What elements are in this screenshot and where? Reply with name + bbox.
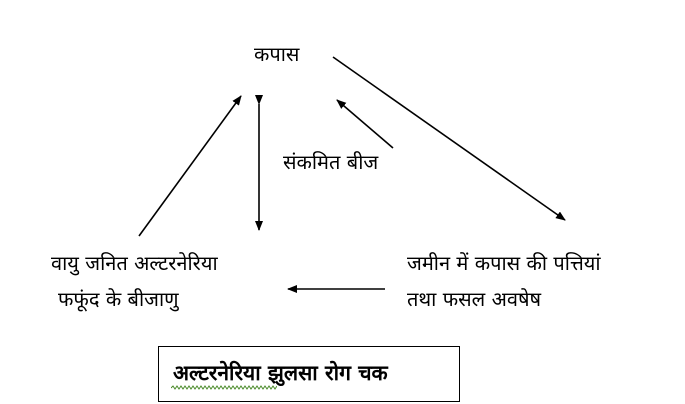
node-ground-residue-line2: तथा फसल अवषेष [407, 287, 542, 311]
node-airborne-spores-line2: फफूंद के बीजाणु [58, 287, 179, 311]
arrow-seed-to-cotton [336, 99, 394, 149]
spellcheck-underline [171, 385, 277, 390]
edge-label-infected-seed: संकमित बीज [283, 150, 379, 174]
arrow-spores-to-cotton [138, 95, 242, 237]
node-cotton: कपास [254, 42, 300, 66]
diagram-caption: अल्टरनेरिया झुलसा रोग चक [173, 361, 388, 385]
arrow-cotton-to-ground [332, 56, 566, 221]
diagram-caption-box: अल्टरनेरिया झुलसा रोग चक [158, 346, 460, 402]
node-ground-residue-line1: जमीन में कपास की पत्तियां [407, 251, 601, 275]
node-airborne-spores-line1: वायु जनित अल्टरनेरिया [51, 251, 218, 275]
